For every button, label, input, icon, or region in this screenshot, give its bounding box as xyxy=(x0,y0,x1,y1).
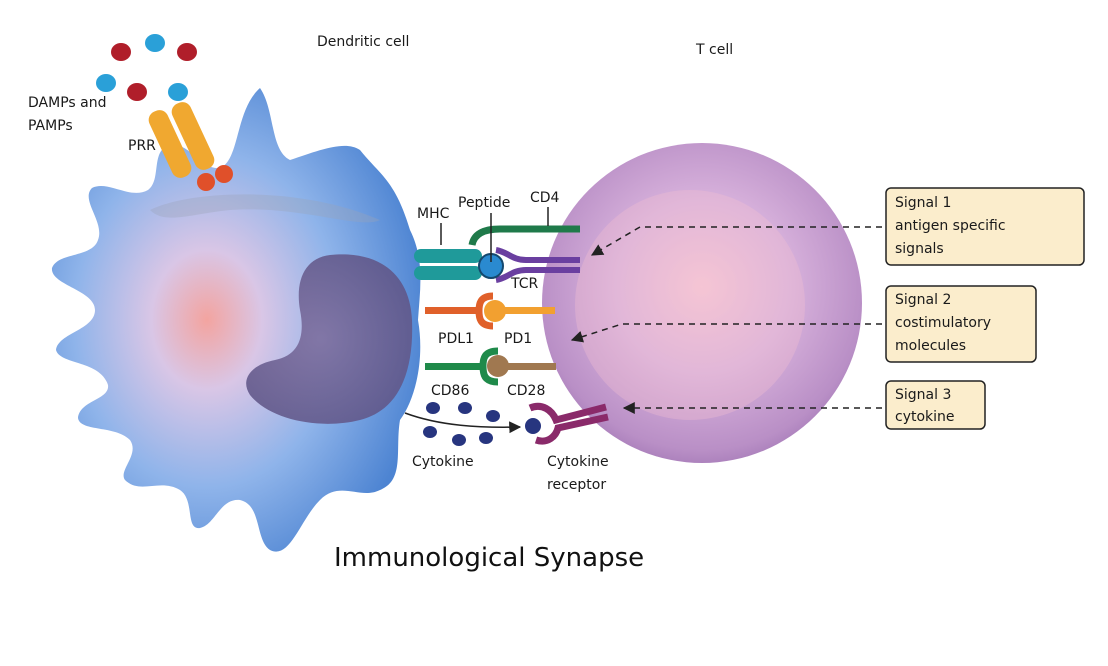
pamp-dot xyxy=(145,34,165,52)
cytokine-receptor-arm xyxy=(534,413,609,445)
tcr-molecule xyxy=(495,267,580,283)
pd1-head xyxy=(484,300,506,322)
t-cell-body xyxy=(542,143,862,463)
signal-1-line: antigen specific xyxy=(895,218,1006,234)
cytokine-dot xyxy=(458,402,472,414)
t-cell-label: T cell xyxy=(695,42,733,58)
signal-box-1: Signal 1 antigen specific signals xyxy=(885,187,1085,266)
signal-2-line: costimulatory xyxy=(895,315,991,331)
peptide-label: Peptide xyxy=(458,195,510,211)
cd86-stalk xyxy=(425,363,483,370)
cytokine-dot xyxy=(486,410,500,422)
signal1-arrow xyxy=(590,226,882,256)
prr-label: PRR xyxy=(128,138,156,154)
signal-1-line: Signal 1 xyxy=(895,195,951,211)
signal-3-line: cytokine xyxy=(895,409,955,425)
pdl1-label: PDL1 xyxy=(438,331,474,347)
cd28-complex xyxy=(425,347,556,386)
signal-2-line: molecules xyxy=(895,338,966,354)
pamps-label: PAMPs xyxy=(28,118,73,134)
pd1-label: PD1 xyxy=(504,331,532,347)
pd1-stalk xyxy=(503,307,555,314)
prr-arm xyxy=(148,110,192,178)
pamp-dot xyxy=(96,74,116,92)
diagram-title: Immunological Synapse xyxy=(334,543,644,573)
cytokine-receptor xyxy=(525,402,609,445)
cytokine-label: Cytokine xyxy=(412,454,474,470)
dendritic-cell-body xyxy=(51,88,421,552)
dendritic-nucleus xyxy=(246,254,413,424)
cd4-label: CD4 xyxy=(530,190,560,206)
signal-box-3: Signal 3 cytokine xyxy=(885,380,986,430)
bound-cytokine xyxy=(525,418,541,434)
damp-dot xyxy=(127,83,147,101)
prr-base xyxy=(197,173,215,191)
prr-arm xyxy=(171,102,215,170)
cytokine-arrow xyxy=(404,412,522,434)
cd4-molecule xyxy=(468,225,580,246)
damps-label: DAMPs and xyxy=(28,95,106,111)
damps-pamps-molecules xyxy=(96,34,197,101)
labels: Dendritic cell T cell DAMPs and PAMPs PR… xyxy=(28,34,733,573)
cd86-cup xyxy=(479,347,499,386)
cd28-head xyxy=(487,355,509,377)
cytokine-receptor-label: Cytokine xyxy=(547,454,609,470)
cytokine-receptor-label: receptor xyxy=(547,477,606,493)
signal-1-line: signals xyxy=(895,241,944,257)
pdl1-stalk xyxy=(425,307,479,314)
signal-arrows xyxy=(570,226,882,414)
dendritic-cell-label: Dendritic cell xyxy=(317,34,409,50)
pamp-dot xyxy=(168,83,188,101)
cd28-stalk xyxy=(506,363,556,370)
tcr-molecule xyxy=(495,247,580,263)
cytokine-dot xyxy=(452,434,466,446)
mhc-molecule xyxy=(414,266,482,280)
cytokine-molecules xyxy=(404,402,522,446)
signal1-complex xyxy=(414,207,580,283)
cytokine-dot xyxy=(423,426,437,438)
prr-base xyxy=(215,165,233,183)
pd1-complex xyxy=(425,292,555,330)
t-cell xyxy=(542,143,862,463)
pdl1-cup xyxy=(475,292,494,330)
mhc-molecule xyxy=(414,249,482,263)
dendritic-cell-shading xyxy=(150,194,380,223)
signal-3-line: Signal 3 xyxy=(895,387,951,403)
cytokine-dot xyxy=(426,402,440,414)
cd28-label: CD28 xyxy=(507,383,545,399)
signal-box-2: Signal 2 costimulatory molecules xyxy=(885,285,1037,363)
cytokine-receptor-arm xyxy=(528,402,607,425)
cytokine-dot xyxy=(479,432,493,444)
t-cell-highlight xyxy=(575,190,805,420)
dendritic-cell xyxy=(51,88,421,552)
signal-2-line: Signal 2 xyxy=(895,292,951,308)
mhc-label: MHC xyxy=(417,206,450,222)
cd86-label: CD86 xyxy=(431,383,469,399)
prr-receptor xyxy=(148,102,233,191)
damp-dot xyxy=(111,43,131,61)
damp-dot xyxy=(177,43,197,61)
tcr-label: TCR xyxy=(510,276,539,292)
